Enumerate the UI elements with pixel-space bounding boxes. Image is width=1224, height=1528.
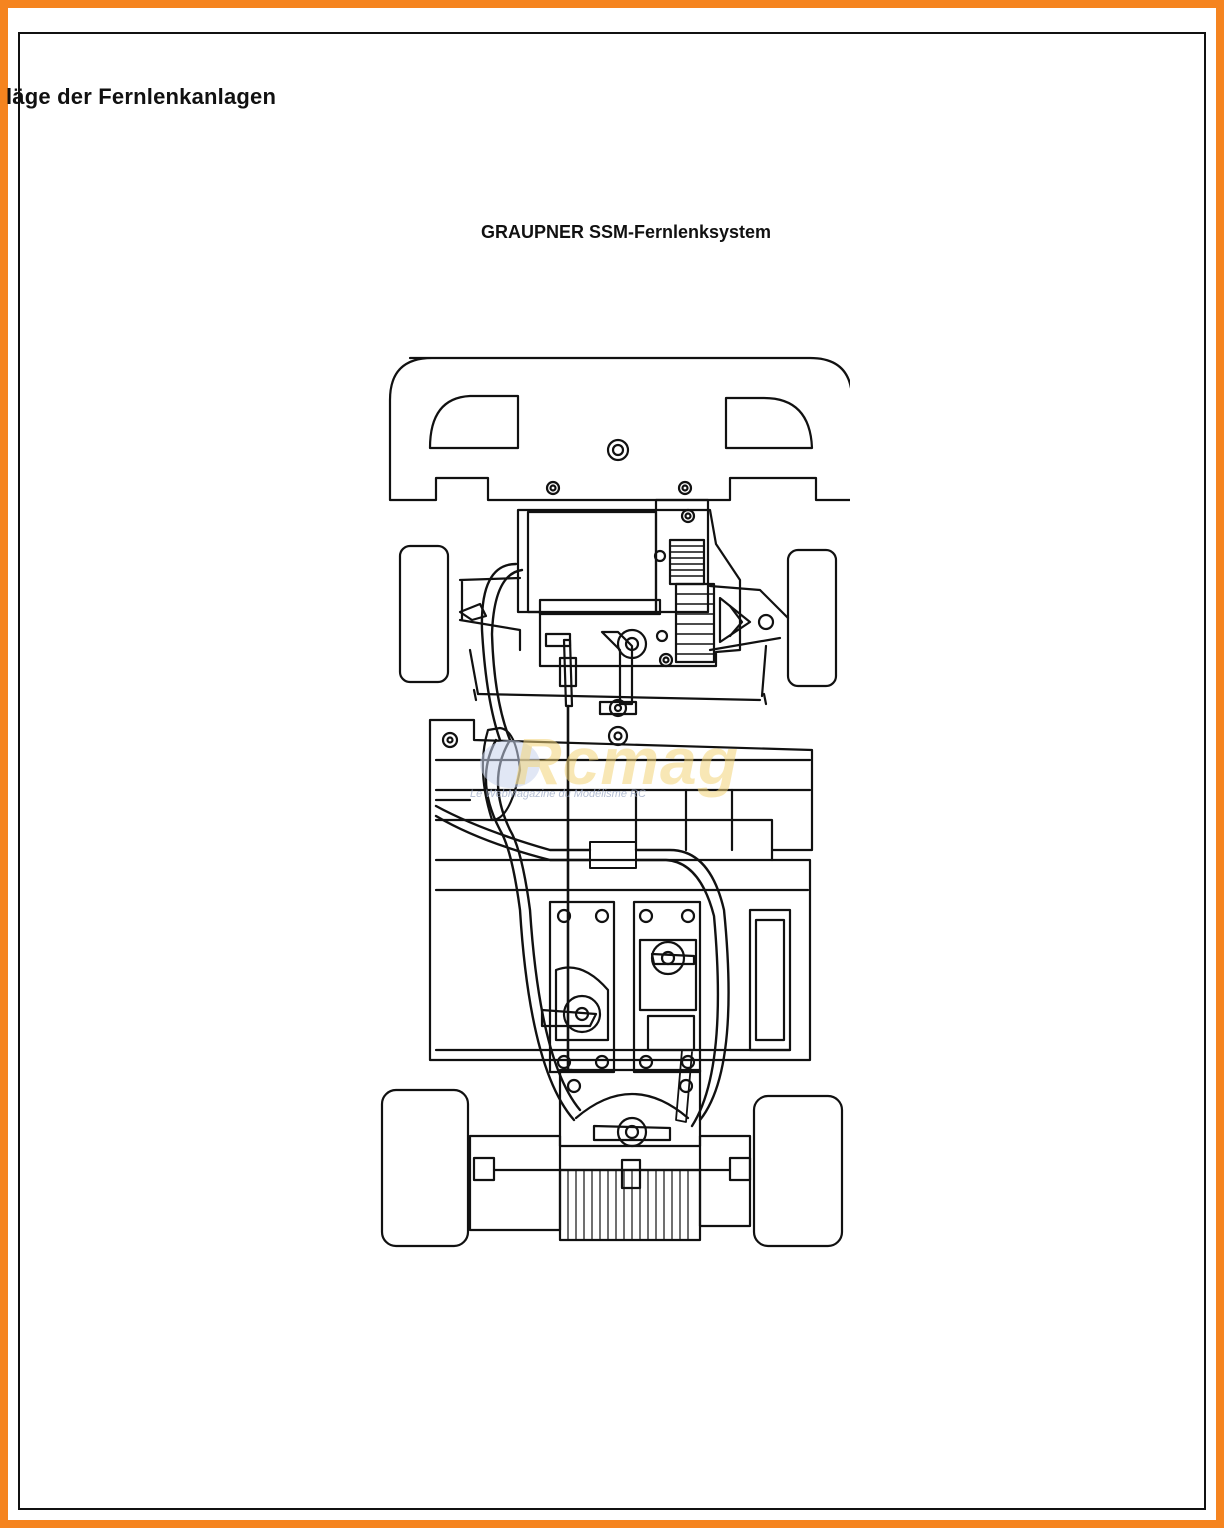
front-left-wheel (398, 544, 450, 684)
page-header: läge der Fernlenkanlagen (6, 84, 277, 109)
servos (540, 900, 792, 1074)
inner-border (18, 32, 1206, 1510)
rear-right-wheel (752, 1094, 844, 1248)
front-right-wheel (786, 548, 838, 688)
chassis-diagram (380, 356, 850, 1248)
steering-linkage (558, 638, 578, 1072)
rear-axle (380, 1068, 844, 1248)
rear-left-wheel (380, 1088, 470, 1248)
diagram-title: GRAUPNER SSM-Fernlenksystem (480, 222, 772, 242)
motor (516, 498, 742, 706)
wiring (434, 562, 730, 1128)
front-bumper (388, 356, 850, 502)
